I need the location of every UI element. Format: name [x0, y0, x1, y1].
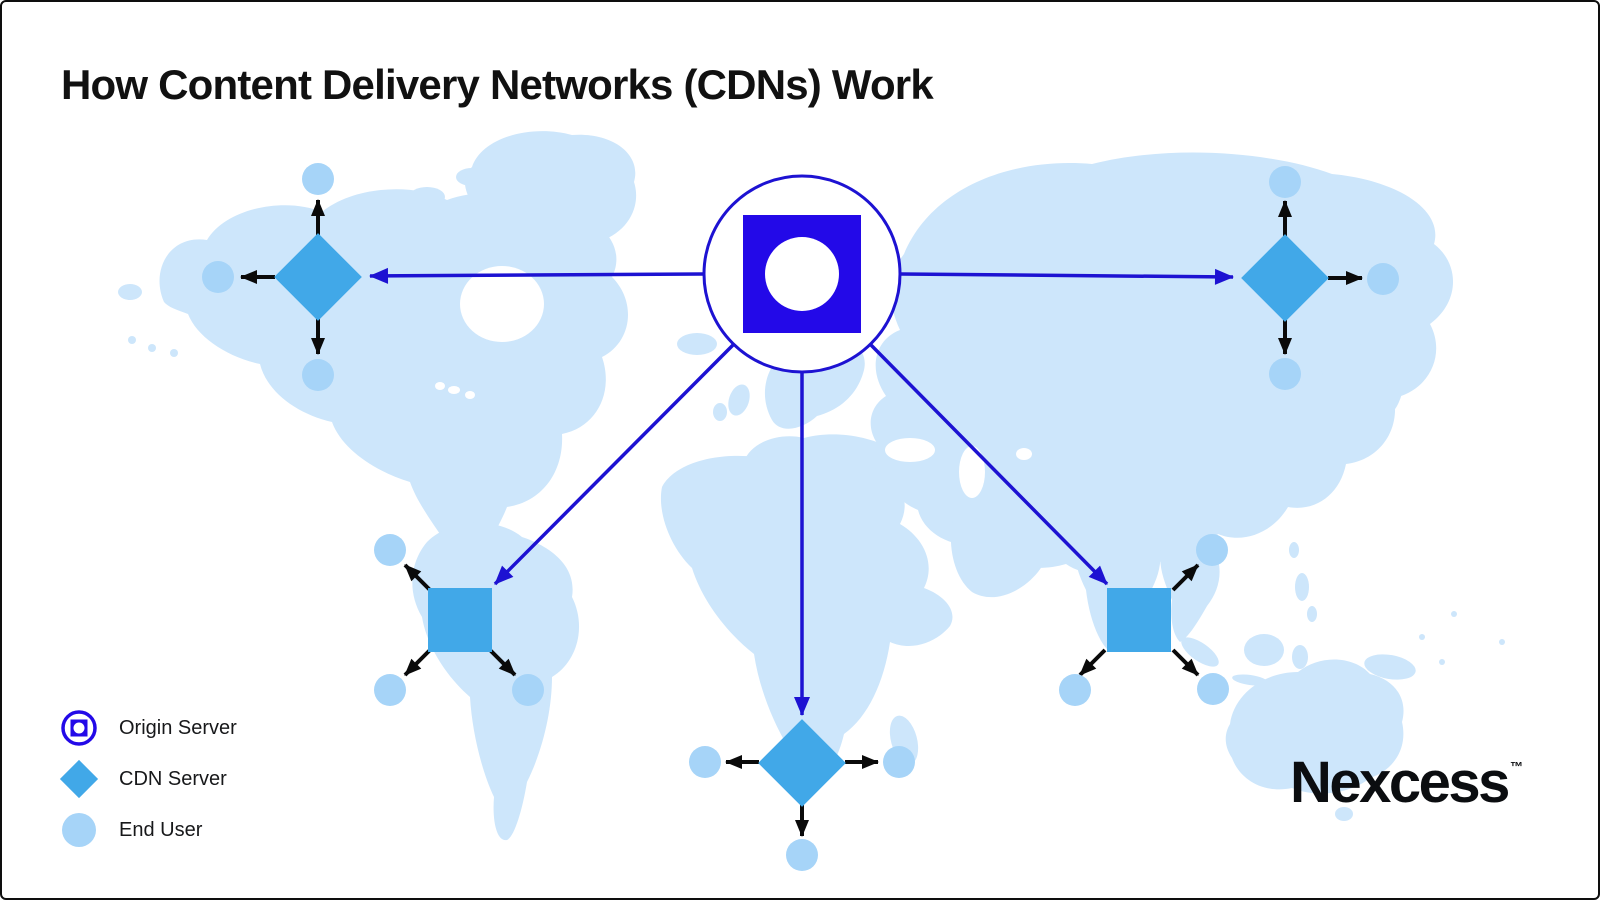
origin-server-icon	[61, 710, 97, 746]
legend-label-cdn-server: CDN Server	[119, 767, 227, 790]
end-user-dot	[512, 674, 544, 706]
legend: Origin Server CDN Server End User	[59, 709, 237, 849]
end-user-dot	[202, 261, 234, 293]
legend-label-origin-server: Origin Server	[119, 716, 237, 739]
legend-label-end-user: End User	[119, 818, 203, 841]
end-user-dot	[1196, 534, 1228, 566]
cdn-server-diamond	[758, 719, 846, 807]
origin-to-cdn-arrow-east	[900, 268, 1234, 285]
cdn-node-southwest	[374, 534, 544, 706]
end-user-dot	[302, 163, 334, 195]
cdn-server-square	[428, 588, 492, 652]
end-user-dot	[302, 359, 334, 391]
end-user-dot	[1269, 358, 1301, 390]
cdn-server-diamond	[274, 233, 362, 321]
end-user-dot	[1059, 674, 1091, 706]
origin-to-cdn-arrow-southwest	[493, 343, 735, 586]
end-user-dot	[786, 839, 818, 871]
cdn-node-northeast	[1241, 166, 1399, 390]
page-title: How Content Delivery Networks (CDNs) Wor…	[61, 61, 934, 108]
trademark-symbol: ™	[1509, 759, 1523, 774]
end-user-dot	[374, 534, 406, 566]
logo-text: Nexcess	[1290, 750, 1510, 815]
legend-item-origin-server: Origin Server	[59, 709, 237, 747]
end-user-dot	[1269, 166, 1301, 198]
end-user-dot	[689, 746, 721, 778]
origin-server-node	[702, 174, 902, 374]
end-user-dot	[883, 746, 915, 778]
cdn-node-northwest	[202, 163, 362, 391]
cdn-server-diamond	[1241, 234, 1329, 322]
origin-to-cdn-arrow-west	[369, 267, 704, 284]
end-user-dot	[374, 674, 406, 706]
legend-item-cdn-server: CDN Server	[59, 759, 237, 799]
end-user-icon	[62, 813, 96, 847]
legend-item-end-user: End User	[59, 811, 237, 849]
end-user-dot	[1197, 673, 1229, 705]
cdn-node-south	[689, 719, 915, 871]
origin-inner-circle	[765, 237, 839, 311]
origin-to-cdn-arrow-southeast	[869, 343, 1109, 586]
nexcess-logo: Nexcess ™	[1290, 754, 1523, 812]
origin-to-cdn-arrows	[369, 267, 1234, 716]
cdn-node-southeast	[1059, 534, 1229, 706]
cdn-server-square	[1107, 588, 1171, 652]
cdn-server-icon	[59, 759, 99, 799]
end-user-dot	[1367, 263, 1399, 295]
